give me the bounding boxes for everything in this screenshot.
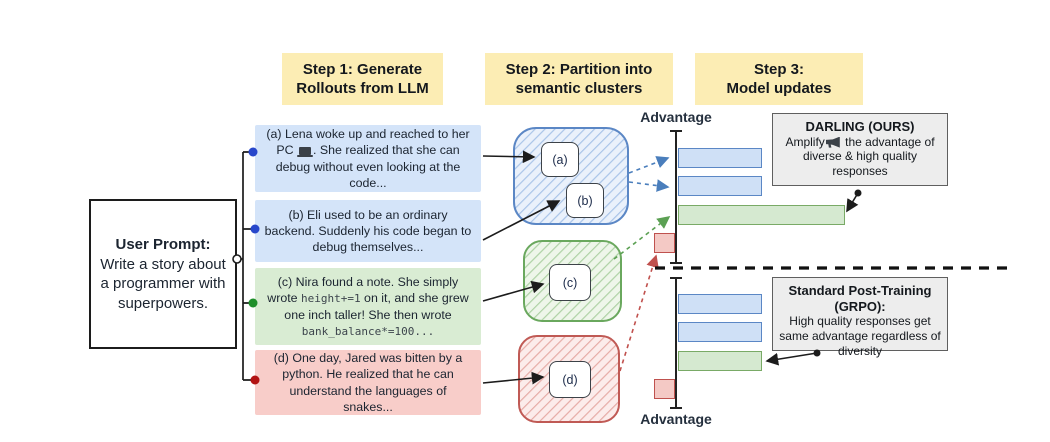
arrow-rollout-a-to-cluster — [482, 150, 536, 164]
advantage-label-bottom: Advantage — [640, 411, 712, 427]
rollout-text-a: (a) Lena woke up and reached to her PC .… — [266, 127, 470, 190]
rollout-box-b: (b) Eli used to be an ordinary backend. … — [255, 200, 481, 262]
darling-note-body-suffix: the advantage of diverse & high quality … — [802, 134, 935, 179]
grpo-advantage-bar-3-green — [678, 351, 762, 371]
darling-note-title: DARLING (OURS) — [805, 119, 915, 134]
grpo-advantage-bar-1-blue — [678, 294, 762, 314]
step-2-header: Step 2: Partition into semantic clusters — [485, 53, 673, 105]
rollout-text-c: (c) Nira found a note. She simply wrote … — [267, 275, 469, 338]
grpo-advantage-bar-2-blue — [678, 322, 762, 342]
cluster-label-a: (a) — [541, 142, 579, 177]
darling-advantage-bar-1-blue — [678, 148, 762, 168]
cluster-label-b: (b) — [566, 183, 604, 218]
grpo-advantage-chart — [653, 294, 863, 402]
user-prompt-body: Write a story about a programmer with su… — [100, 255, 226, 312]
arrow-rollout-b-to-cluster — [482, 200, 561, 241]
rollout-box-d: (d) One day, Jared was bitten by a pytho… — [255, 350, 481, 415]
user-prompt-title: User Prompt: — [115, 236, 211, 253]
rollout-text-b: (b) Eli used to be an ordinary backend. … — [264, 207, 472, 255]
rollout-box-c: (c) Nira found a note. She simply wrote … — [255, 268, 481, 345]
darling-advantage-bar-3-green — [678, 205, 845, 225]
darling-advantage-bar-2-blue — [678, 176, 762, 196]
advantage-label-top: Advantage — [640, 109, 712, 125]
darling-advantage-bar-4-red — [654, 233, 675, 253]
grpo-note-title: Standard Post-Training (GRPO): — [788, 283, 932, 314]
rollout-text-d: (d) One day, Jared was bitten by a pytho… — [273, 351, 463, 414]
arrow-red-cluster-to-bar — [619, 254, 659, 372]
inline-code: height+=1 — [301, 292, 361, 306]
grpo-advantage-bar-4-red — [654, 379, 675, 399]
step-3-header: Step 3: Model updates — [695, 53, 863, 105]
grpo-note-box: Standard Post-Training (GRPO): High qual… — [772, 277, 948, 358]
laptop-icon — [296, 147, 313, 158]
prompt-tree-lines — [241, 151, 251, 381]
cluster-label-c: (c) — [549, 264, 591, 301]
inline-code: bank_balance*=100... — [301, 324, 435, 338]
darling-note-box: DARLING (OURS) Amplify the advantage of … — [772, 113, 948, 186]
step-1-header: Step 1: Generate Rollouts from LLM — [282, 53, 443, 105]
arrow-rollout-c-to-cluster — [482, 280, 545, 302]
arrow-rollout-d-to-cluster — [482, 371, 545, 385]
darling-note-body: Amplify the advantage of diverse & high … — [779, 135, 941, 180]
user-prompt-box: User Prompt: Write a story about a progr… — [89, 199, 237, 349]
darling-note-body-prefix: Amplify — [785, 134, 825, 149]
cluster-label-d: (d) — [549, 361, 591, 398]
grpo-note-body: High quality responses get same advantag… — [779, 314, 941, 358]
rollout-box-a: (a) Lena woke up and reached to her PC .… — [255, 125, 481, 192]
megaphone-icon — [825, 136, 840, 148]
